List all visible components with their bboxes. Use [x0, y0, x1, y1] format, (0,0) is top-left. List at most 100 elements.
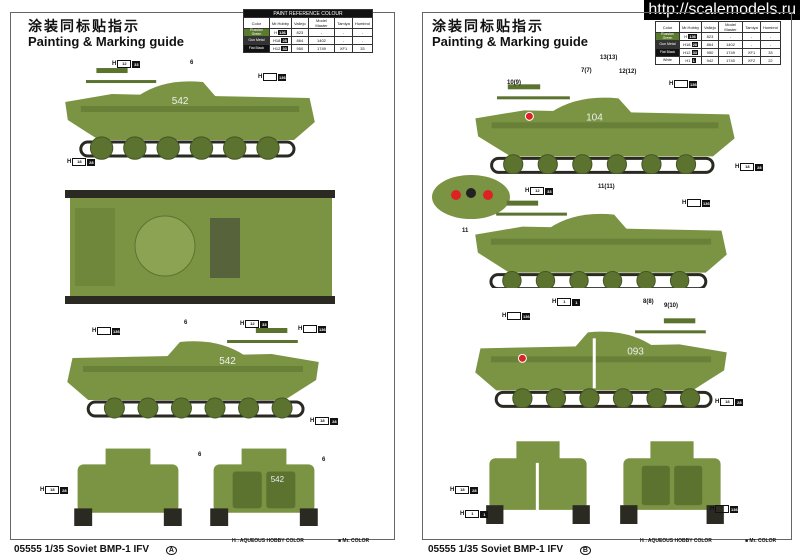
white-stripe: [535, 462, 539, 515]
fender: [80, 106, 300, 113]
tank-body-group: [475, 318, 727, 408]
scheme-mark-b: B: [579, 546, 591, 555]
rear-hatches: [75, 208, 115, 286]
mr-color-code-box: 1: [480, 510, 489, 518]
humbrol-code: -: [351, 28, 374, 37]
aqueous-code-box: [507, 312, 522, 320]
road-wheel: [579, 388, 600, 408]
right-page-frame: [422, 12, 792, 540]
rear-door: [232, 471, 262, 509]
track-top: [65, 190, 335, 198]
front-view-tank-b: [486, 441, 590, 524]
label-decal-12: 12(12): [619, 69, 637, 75]
hull: [475, 344, 727, 391]
mr-color-code-box: 28: [735, 398, 744, 406]
side-view-tank-b-left-2: [475, 200, 727, 288]
track: [79, 140, 296, 158]
turret-end: [516, 441, 560, 461]
hull-end: [623, 458, 721, 510]
fender: [82, 366, 304, 372]
turret: [551, 97, 632, 114]
mr-color-code-box: 28: [60, 486, 69, 494]
fender: [491, 122, 719, 129]
track-right: [706, 505, 724, 524]
mr-color-code-box: 136: [702, 199, 711, 207]
missile-launcher: [663, 318, 696, 324]
legend-aqueous: H□ AQUEOUS HOBBY COLOR: [640, 538, 712, 544]
title-english: Painting & Marking guide: [28, 34, 185, 49]
aqueous-code-box: [97, 327, 112, 335]
aqueous-code-box: 18: [740, 163, 755, 171]
road-wheel: [170, 397, 192, 419]
aqueous-code-box: 12: [245, 320, 260, 328]
label-decal-10: 10(9): [507, 80, 522, 86]
footer-title: 05555 1/35 Soviet BMP-1 IFV: [428, 544, 564, 555]
mr-color-code-box: 1: [572, 298, 581, 306]
left-page-frame: [10, 12, 395, 540]
vallejo-code: 942: [701, 56, 719, 65]
tamiya-code: XF2: [742, 56, 761, 65]
paint-table-title: PAINT REFERENCE COLOUR: [243, 9, 373, 18]
paint-table-header: Humbrol: [759, 21, 782, 33]
humbrol-code: -: [759, 32, 782, 41]
tamiya-code: -: [742, 32, 761, 41]
paint-table-row: White H1 1 942 1740 XF2 22: [655, 56, 782, 65]
road-wheel: [89, 136, 114, 160]
road-wheel: [606, 154, 627, 174]
label-decal-11: 11: [462, 228, 469, 234]
model-master-code: 1749: [717, 48, 744, 57]
track-left: [620, 505, 638, 524]
mr-color-code-box: 136: [318, 325, 327, 333]
vallejo-code: 864: [291, 36, 309, 45]
mr-hobby-code: H 136: [268, 28, 293, 37]
tactical-number: 542: [271, 475, 285, 484]
footer-right: 05555 1/35 Soviet BMP-1 IFV B: [428, 544, 591, 555]
mr-color-code-box: 136: [112, 327, 121, 335]
track: [86, 400, 305, 418]
rear-door: [674, 465, 703, 506]
hull: [475, 226, 727, 273]
label-decal-6: 6: [184, 320, 188, 326]
fender: [490, 238, 712, 245]
label-decal-13: 13(13): [600, 55, 618, 61]
paint-table-row: Flat Black H12 33 950 1749 XF1 33: [655, 48, 782, 57]
hobby-prefix: H: [710, 506, 715, 512]
tank-body-group: [475, 84, 735, 174]
hobby-prefix: H: [460, 511, 465, 517]
gun-barrel: [227, 340, 298, 343]
hull: [475, 110, 735, 157]
side-view-tank-b-right: 093: [475, 318, 727, 408]
legend-aqueous: H□ AQUEOUS HOBBY COLOR: [232, 538, 304, 544]
model-master-code: -: [307, 28, 336, 37]
humbrol-code: 33: [351, 44, 374, 53]
roundel: [483, 190, 493, 200]
road-wheel: [223, 136, 247, 160]
mr-color-code-box: 136: [522, 312, 531, 320]
paint-table-row: Russian Green H 136 823 - - -: [243, 28, 374, 37]
paint-table-row: Russian Green H 136 823 - - -: [655, 32, 782, 41]
mr-color-code-box: 136: [278, 73, 287, 81]
label-decal-7: 7(7): [581, 68, 592, 74]
vallejo-code: 823: [291, 28, 309, 37]
engine-grille: [210, 218, 240, 278]
track-bottom: [65, 296, 335, 304]
road-wheel: [535, 270, 556, 288]
vallejo-code: 864: [701, 40, 719, 49]
hobby-prefix: H: [310, 418, 315, 424]
mr-hobby-code: H18 28: [678, 40, 703, 49]
road-wheel: [271, 397, 293, 419]
tank-body-group: [65, 68, 315, 160]
turret-end: [650, 441, 694, 461]
vallejo-code: 950: [701, 48, 719, 57]
rear-door: [641, 465, 670, 506]
